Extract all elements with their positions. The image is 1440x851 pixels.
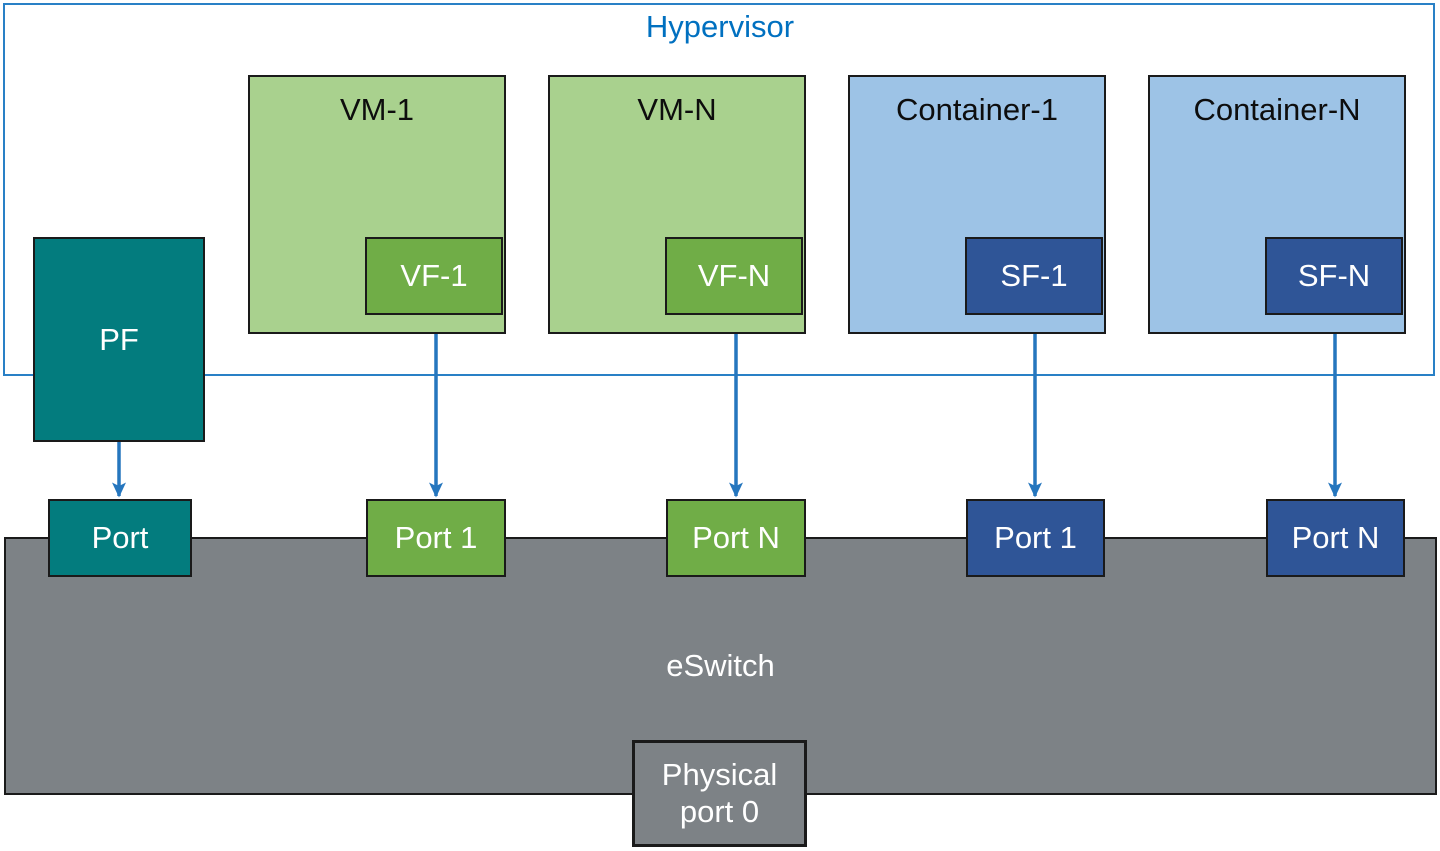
port-sf-1-label: Port 1 [994,520,1077,555]
vf-n-label: VF-N [697,258,771,293]
vm-n-label: VM-N [637,92,717,127]
physical-port-0-label: Physical port 0 [661,756,778,829]
sf-n-box: SF-N [1265,237,1403,315]
vf-1-box: VF-1 [365,237,503,315]
vm-1-box: VM-1 VF-1 [248,75,506,334]
container-1-label: Container-1 [896,92,1058,127]
sf-1-box: SF-1 [965,237,1103,315]
physical-port-0-box: Physical port 0 [632,740,807,847]
sf-n-label: SF-N [1297,258,1371,293]
port-vf-n: Port N [666,499,806,577]
vm-1-label: VM-1 [339,92,415,127]
port-sf-n-label: Port N [1291,520,1380,555]
hypervisor-title: Hypervisor [645,9,795,44]
eswitch-label: eSwitch [666,648,775,683]
port-sf-1: Port 1 [966,499,1105,577]
port-vf-1-label: Port 1 [394,520,478,555]
port-pf: Port [48,499,192,577]
port-vf-n-label: Port N [692,520,780,555]
vf-1-label: VF-1 [400,258,468,293]
port-pf-label: Port [91,520,149,555]
pf-label: PF [99,321,139,357]
port-vf-1: Port 1 [366,499,506,577]
port-sf-n: Port N [1266,499,1405,577]
sf-1-label: SF-1 [1000,258,1068,293]
container-n-label: Container-N [1193,92,1361,127]
pf-box: PF [33,237,205,442]
container-1-box: Container-1 SF-1 [848,75,1106,334]
container-n-box: Container-N SF-N [1148,75,1406,334]
vm-n-box: VM-N VF-N [548,75,806,334]
vf-n-box: VF-N [665,237,803,315]
